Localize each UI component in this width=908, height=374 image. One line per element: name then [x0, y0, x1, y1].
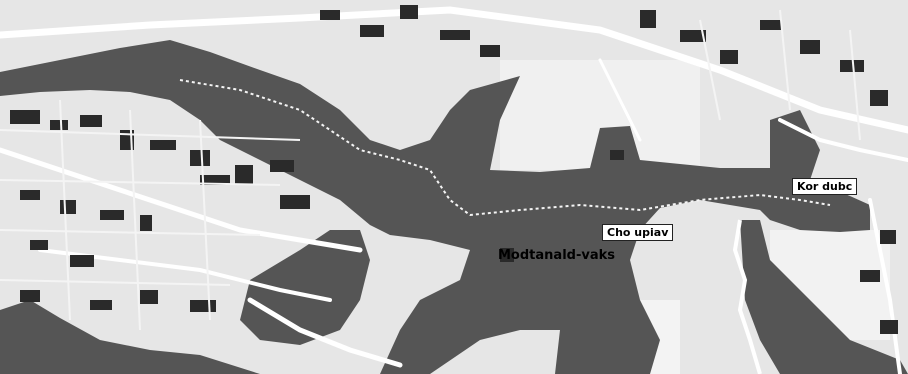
trail-south	[732, 219, 762, 374]
road-north	[0, 6, 908, 134]
minor-roads	[0, 9, 861, 331]
place-label-right[interactable]: Kor dubc	[792, 178, 858, 195]
area-label[interactable]: Modtanald-vaks	[498, 248, 615, 263]
trail	[179, 79, 831, 217]
place-label-center[interactable]: Cho upiav	[602, 224, 674, 241]
road-bridge	[247, 297, 403, 368]
water-body-left-south	[0, 300, 260, 374]
water-body-channel	[740, 220, 908, 374]
water-body-main	[0, 40, 870, 374]
roads	[0, 6, 908, 374]
road-east-1	[778, 118, 908, 162]
road-west	[0, 147, 363, 253]
road-center	[598, 58, 642, 142]
road-east-2	[868, 198, 902, 374]
